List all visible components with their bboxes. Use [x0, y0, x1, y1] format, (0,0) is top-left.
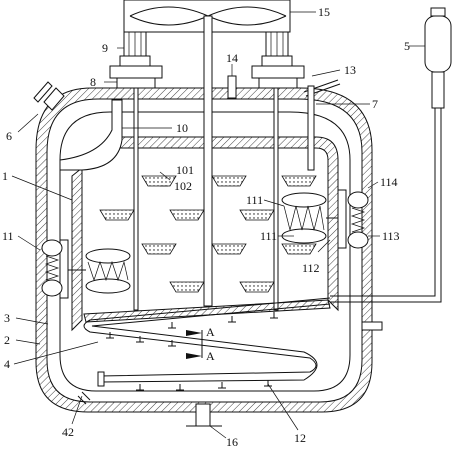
leader-lines — [11, 11, 425, 439]
label-13: 13 — [344, 63, 356, 77]
label-113: 113 — [382, 229, 400, 243]
bottom-outlet — [77, 391, 222, 427]
section-markers — [186, 330, 203, 359]
label-1: 1 — [2, 169, 8, 183]
section-mark-a-bottom: A — [206, 349, 215, 363]
motor-right — [251, 31, 305, 89]
label-112: 112 — [302, 261, 320, 275]
label-114: 114 — [380, 175, 398, 189]
label-42: 42 — [62, 425, 74, 439]
label-14: 14 — [226, 51, 238, 65]
shafts — [133, 15, 279, 311]
pump-motor — [330, 7, 452, 303]
label-5: 5 — [404, 39, 410, 53]
inner-chamber — [71, 136, 339, 332]
label-15: 15 — [318, 5, 330, 19]
label-4: 4 — [4, 357, 10, 371]
left-spring-assembly — [41, 239, 131, 299]
label-3: 3 — [4, 311, 10, 325]
heating-coil — [83, 297, 383, 391]
label-16: 16 — [226, 435, 238, 449]
label-9: 9 — [102, 41, 108, 55]
section-mark-a-top: A — [206, 325, 215, 339]
label-12: 12 — [294, 431, 306, 445]
label-102: 102 — [174, 179, 192, 193]
label-111-lower: 111 — [260, 229, 277, 243]
label-11: 11 — [2, 229, 14, 243]
label-2: 2 — [4, 333, 10, 347]
top-right-pipe — [303, 79, 341, 171]
feed-chute — [59, 99, 123, 171]
inlet-valve — [33, 81, 65, 111]
motor-left — [109, 31, 163, 89]
label-8: 8 — [90, 75, 96, 89]
label-101: 101 — [176, 163, 194, 177]
label-111-upper: 111 — [246, 193, 263, 207]
label-10: 10 — [176, 121, 188, 135]
label-7: 7 — [372, 97, 378, 111]
vessel-shell — [35, 87, 373, 413]
baffle-plates — [99, 175, 317, 293]
right-spring-assembly — [281, 189, 369, 249]
label-6: 6 — [6, 129, 12, 143]
part-labels: 15 9 8 14 13 7 5 6 10 1 101 102 11 111 1… — [2, 5, 410, 449]
